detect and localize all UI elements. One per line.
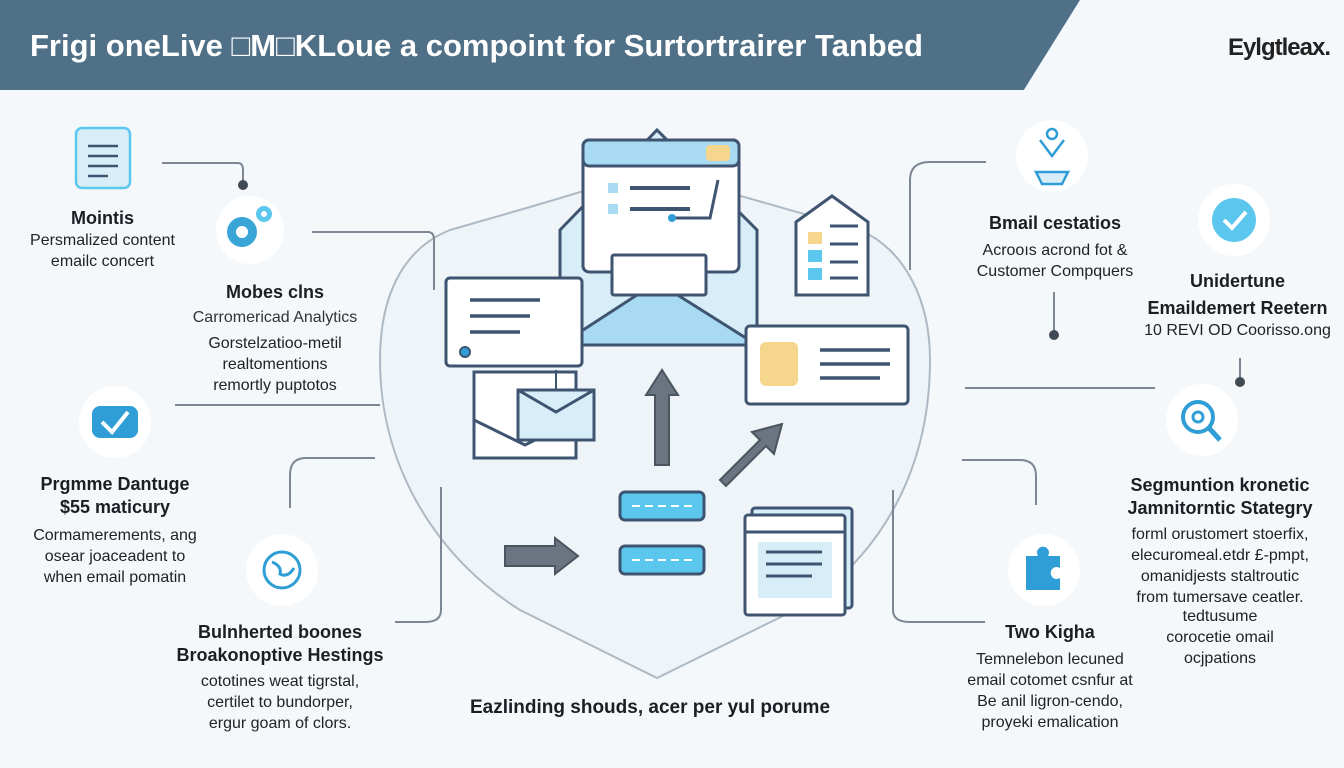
- gears-icon: [216, 196, 284, 264]
- left-block-3-title: Prgmme Dantuge: [40, 474, 190, 494]
- left-block-3-title-2: $55 maticury: [59, 497, 171, 517]
- left-block-1-title: Mointis: [71, 208, 134, 228]
- right-block-2: Unidertune Emaildemert Reetern 10 REVI O…: [1135, 270, 1340, 341]
- left-block-4-line-2: certilet to bundorper,: [207, 694, 353, 711]
- right-block-3-line-1: forml orustomert stoerfix,: [1131, 526, 1309, 543]
- brand-logo: Eylgtleax.: [1227, 34, 1331, 61]
- right-block-4-line-4: proyeki emalication: [981, 714, 1119, 731]
- globe-icon: [246, 534, 318, 606]
- connector-lines: [162, 161, 1245, 623]
- right-block-5: tedtusume corocetie omail ocjpations: [1130, 606, 1310, 669]
- document-icon: [74, 126, 132, 190]
- right-block-3-title-2: Jamnitorntic Stategry: [1127, 498, 1313, 518]
- right-block-4-title: Two Kigha: [1005, 622, 1095, 642]
- left-block-2-line-2: realtomentions: [222, 356, 328, 373]
- right-document-card: [794, 194, 870, 297]
- right-block-3-title: Segmuntion kronetic: [1130, 475, 1310, 495]
- right-block-1: Bmail cestatios Acrooıs acrond fot & Cus…: [950, 212, 1160, 282]
- stacked-document: [743, 506, 854, 617]
- right-block-1-line-1: Acrooıs acrond fot &: [982, 242, 1128, 259]
- right-block-2-title: Unidertune: [1189, 271, 1285, 291]
- right-block-4: Two Kigha Temnelebon lecuned email cotom…: [935, 621, 1165, 733]
- right-block-5-line-2: corocetie omail: [1166, 629, 1274, 646]
- left-block-4-title: Bulnherted boones: [197, 622, 362, 642]
- right-block-4-line-1: Temnelebon lecuned: [976, 651, 1124, 668]
- right-block-2-line-1: 10 REVI OD Coorisso.ong: [1144, 322, 1331, 339]
- left-block-1-line-1: Persmalized content: [30, 232, 175, 249]
- right-block-3-line-3: omanidjests staltroutic: [1140, 568, 1300, 585]
- left-block-4-title-2: Broakonoptive Hestings: [176, 645, 384, 665]
- central-envelope: [554, 127, 763, 347]
- left-block-2: Mobes clns Carromericad Analytics Gorste…: [165, 281, 385, 396]
- left-block-2-line-1: Gorstelzatioo-metil: [208, 335, 342, 352]
- right-block-4-line-2: email cotomet csnfur at: [967, 672, 1133, 689]
- right-block-1-line-2: Customer Compquers: [976, 263, 1134, 280]
- left-block-3: Prgmme Dantuge $55 maticury Cormameremen…: [10, 473, 220, 588]
- right-block-3-line-2: elecuromeal.etdr £-pmpt,: [1131, 547, 1309, 564]
- left-block-2-line-3: remortly puptotos: [213, 377, 337, 394]
- left-block-4-line-3: ergur goam of clors.: [208, 715, 352, 732]
- left-block-1-line-2: emailc concert: [50, 253, 155, 270]
- left-block-3-line-1: Cormamerements, ang: [33, 527, 197, 544]
- flow-arrows: [504, 368, 784, 577]
- verified-badge-icon: [1198, 184, 1270, 256]
- left-block-4-line-1: cototines weat tigrstal,: [200, 673, 360, 690]
- left-block-2-title: Mobes clns: [225, 282, 325, 302]
- right-block-5-line-3: ocjpations: [1183, 650, 1257, 667]
- left-block-3-line-3: when email pomatin: [43, 569, 187, 586]
- at-sign-icon: [1166, 384, 1238, 456]
- right-content-panel: [744, 324, 910, 406]
- check-badge-icon: [79, 386, 151, 458]
- blue-pill-bars: [618, 490, 706, 576]
- left-block-1: Mointis Persmalized content emailc conce…: [5, 207, 200, 272]
- funnel-icon: [1016, 120, 1088, 192]
- left-block-4: Bulnherted boones Broakonoptive Hestings…: [160, 621, 400, 734]
- stacked-envelopes: [472, 370, 596, 460]
- page-title: Frigi oneLive □M□KLoue a compoint for Su…: [30, 28, 923, 63]
- puzzle-icon: [1008, 534, 1080, 606]
- right-block-2-title-2: Emaildemert Reetern: [1147, 298, 1328, 318]
- right-block-3: Segmuntion kronetic Jamnitorntic Stategr…: [1100, 474, 1340, 608]
- right-block-1-title: Bmail cestatios: [988, 213, 1122, 233]
- left-block-2-subtitle: Carromericad Analytics: [192, 309, 358, 326]
- right-block-3-line-4: from tumersave ceatler.: [1136, 589, 1304, 606]
- left-block-3-line-2: osear joaceadent to: [44, 548, 186, 565]
- right-block-5-line-1: tedtusume: [1182, 608, 1258, 625]
- bottom-caption: Eazlinding shouds, acer per yul porume: [470, 697, 831, 718]
- header-banner: [0, 0, 1080, 90]
- right-block-4-line-3: Be anil ligron-cendo,: [977, 693, 1123, 710]
- left-browser-window: [444, 276, 584, 368]
